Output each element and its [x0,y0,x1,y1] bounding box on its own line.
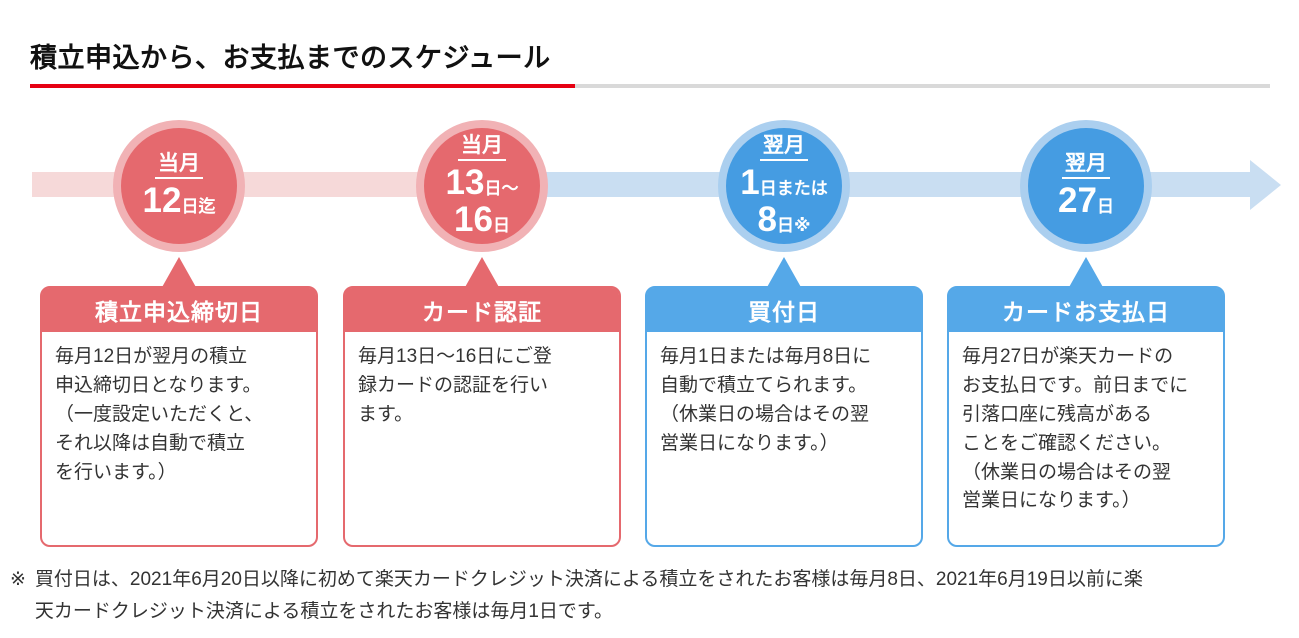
node-date-suffix: 日または [759,178,828,198]
step-card-card-auth: カード認証 毎月13日〜16日にご登 録カードの認証を行い ます。 [343,286,621,547]
footnote: ※ 買付日は、2021年6月20日以降に初めて楽天カードクレジット決済による積立… [10,564,1292,629]
timeline-node-card-auth: 当月 13 日〜 16 日 [424,128,540,244]
step-card-header: 積立申込締切日 [42,288,316,332]
step-card-purchase: 買付日 毎月1日または毎月8日に 自動で積立てられます。 （休業日の場合はその翌… [645,286,923,547]
step-card-payment: カードお支払日 毎月27日が楽天カードの お支払日です。前日までに 引落口座に残… [947,286,1225,547]
node-date-number: 13 [445,162,485,202]
node-date-row: 13 日〜 [445,162,519,202]
node-date-suffix: 日 [1096,197,1114,217]
step-card-body: 毎月13日〜16日にご登 録カードの認証を行い ます。 [358,346,552,425]
timeline-node-deadline: 当月 12 日迄 [121,128,237,244]
node-date-row: 27 日 [1058,181,1114,221]
node-date-number: 8 [757,199,777,239]
node-date-suffix: 日※ [776,215,811,235]
node-month-label: 翌月 [760,134,808,161]
page-title: 積立申込から、お支払までのスケジュール [30,43,551,74]
step-card-body: 毎月27日が楽天カードの お支払日です。前日までに 引落口座に残高がある ことを… [962,346,1189,512]
node-month-label: 当月 [155,152,203,180]
pointer-triangle [766,257,802,289]
step-card-header: 買付日 [647,288,921,332]
node-date-number: 16 [454,199,493,239]
node-month-label: 翌月 [1062,152,1110,180]
title-underline-red-segment [30,84,575,88]
node-date-row: 12 日迄 [142,181,216,221]
arrow-right-icon [1250,160,1281,210]
node-date-suffix: 日〜 [484,178,519,198]
pointer-triangle [161,257,197,289]
node-date-number: 1 [740,162,760,202]
timeline-node-payment: 翌月 27 日 [1028,128,1144,244]
pointer-triangle [1068,257,1104,289]
step-card-header: カード認証 [345,288,619,332]
timeline-node-purchase: 翌月 1 日または 8 日※ [726,128,842,244]
footnote-marker: ※ [10,569,26,590]
node-date-row: 16 日 [454,199,510,239]
node-date-row: 8 日※ [757,199,811,239]
node-date-row: 1 日または [740,162,828,202]
footnote-text: 買付日は、2021年6月20日以降に初めて楽天カードクレジット決済による積立をさ… [34,569,1143,623]
title-underline [30,84,1270,88]
step-card-deadline: 積立申込締切日 毎月12日が翌月の積立 申込締切日となります。 （一度設定いただ… [40,286,318,547]
node-date-suffix: 日迄 [181,197,216,217]
node-month-label: 当月 [458,134,506,161]
timeline-band-pink [32,172,480,197]
node-date-number: 12 [142,181,182,221]
step-card-body: 毎月12日が翌月の積立 申込締切日となります。 （一度設定いただくと、 それ以降… [55,346,264,483]
pointer-triangle [464,257,500,289]
node-date-number: 27 [1058,181,1097,221]
step-card-header: カードお支払日 [949,288,1223,332]
step-card-body: 毎月1日または毎月8日に 自動で積立てられます。 （休業日の場合はその翌 営業日… [660,346,872,454]
node-date-suffix: 日 [492,215,510,235]
